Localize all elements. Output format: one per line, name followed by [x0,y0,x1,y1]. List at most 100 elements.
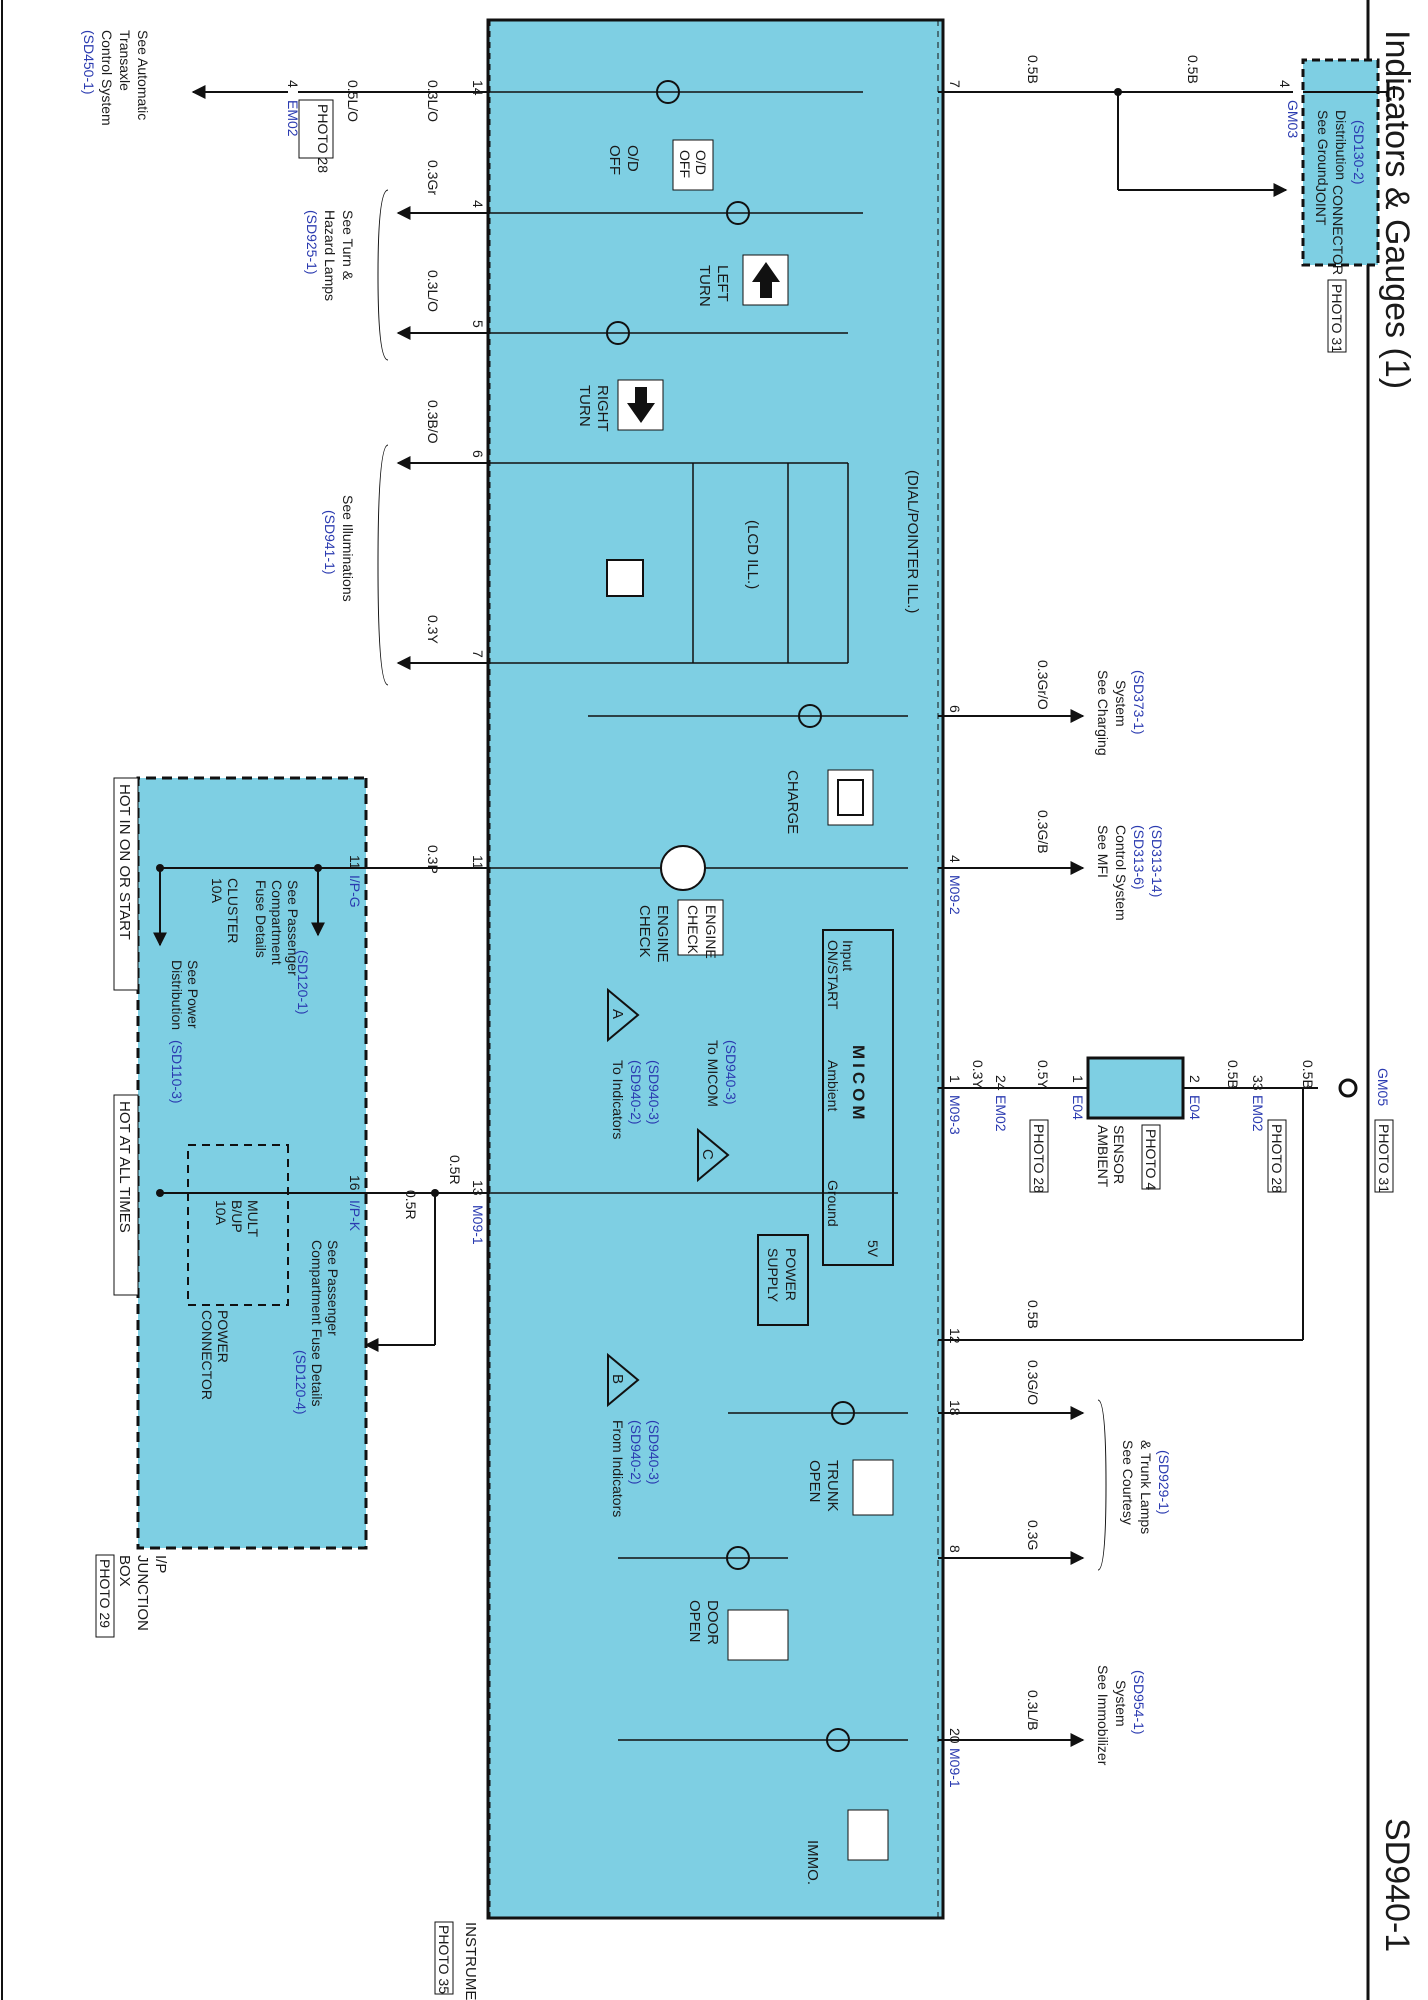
micom-5v: 5V [865,1240,881,1258]
em02-bot-photo: PHOTO 28 [1269,1124,1285,1193]
pin7r-wire: 0.3Y [425,615,441,644]
illum-text: See Illuminations [340,495,356,602]
right-turn-label-1: RIGHT [594,385,611,432]
immo-led [826,1728,850,1752]
charging-text-2: System [1113,680,1129,727]
pin20-conn: M09-1 [947,1748,963,1788]
cluster-name: INSTRUMENT CLUSTER [462,1922,479,2000]
pf4-text-1: See Passenger [325,1240,341,1336]
cluster-photo-box [434,1921,454,1995]
pin12-wire: 0.5B [1025,1300,1041,1329]
ipk-conn: I/P-K [347,1200,363,1232]
ipg-conn: I/P-G [347,875,363,908]
trunk-led [831,1401,855,1425]
pf1-text-2: Compartment [269,880,285,965]
mfi-text-2: Control System [1113,825,1129,921]
em02-top-conn: EM02 [993,1095,1009,1132]
pin5-number: 5 [470,320,486,328]
dial-pointer-label: (DIAL/POINTER ILL.) [904,470,921,613]
joint-photo-box [1327,279,1347,353]
micom-box [822,929,894,1266]
to-indicators-ref-2: (SD940-3) [646,1060,662,1125]
pf1-text-3: Fuse Details [253,880,269,958]
engine-check-label-1: ENGINE [654,905,671,963]
od-off-label-2: OFF [606,145,623,175]
hot-all-times-box [113,1094,139,1296]
sensor-conn2: E04 [1187,1095,1203,1120]
charge-icon [827,769,874,826]
pin4-wire: 0.3Gr [425,160,441,195]
pf4-ref: (SD120-4) [293,1350,309,1415]
em02-top-wire: 0.5Y [1035,1060,1051,1089]
ipk-pin: 16 [347,1175,363,1191]
cluster-photo: PHOTO 35 [436,1925,452,1994]
gm05-photo-box [1374,1119,1394,1193]
hot-on-start: HOT IN ON OR START [116,784,133,940]
marker-a: A [609,1009,626,1019]
engine-check-icon-text-2: CHECK [685,905,701,955]
right-turn-label-2: TURN [576,385,593,427]
left-turn-label-2: TURN [696,265,713,307]
turn-brace [377,189,389,361]
pin8-number: 8 [947,1545,963,1553]
micom-label: MICOM [849,1045,868,1124]
pin1-wire: 0.3Y [970,1060,986,1089]
pf4-text-2: Compartment Fuse Details [309,1240,325,1407]
pin6-wire: 0.3B/O [425,400,441,444]
power-supply-1: POWER [783,1248,799,1301]
trunk-open-label-2: OPEN [806,1460,823,1503]
pin4l-number: 4 [947,855,963,863]
pin8-wire: 0.3G [1025,1520,1041,1550]
to-micom-ref: (SD940-3) [723,1040,739,1105]
pin13-wire: 0.5R [447,1155,463,1185]
cluster-fuse-2: 10A [209,878,225,904]
to-indicators-ref-1: (SD940-2) [628,1060,644,1125]
pd-ref: (SD110-3) [169,1040,185,1104]
from-indicators: From Indicators [610,1420,626,1517]
od-off-icon-text-2: OFF [677,150,693,178]
from-indicators-ref-1: (SD940-2) [628,1420,644,1485]
turn-ref: (SD925-1) [304,210,320,275]
pin4l-conn: M09-2 [947,875,963,915]
atm-text-2: Transaxle [117,30,133,91]
od-off-led [656,80,680,104]
pin6-number: 6 [470,450,486,458]
pin20-number: 20 [947,1728,963,1744]
mfi-text-1: See MFI [1095,825,1111,878]
pin7l-number: 7 [947,80,963,88]
micom-on-start: ON/START [825,940,841,1010]
trunk-open-label-1: TRUNK [824,1460,841,1512]
marker-b: B [609,1374,626,1384]
pd-text-2: Distribution [169,960,185,1030]
jb-name-2: JUNCTION [134,1555,151,1631]
pin5-wire: 0.3L/O [425,270,441,312]
em02-top-photo-box [1029,1119,1049,1193]
pin12-number: 12 [947,1328,963,1344]
jb-name-3: BOX [116,1555,133,1587]
power-supply-2: SUPPLY [765,1248,781,1303]
od-off-label-1: O/D [624,145,641,172]
pin20-wire: 0.3L/B [1025,1690,1041,1730]
left-turn-led [726,201,750,225]
sensor-name-1: AMBIENT [1095,1125,1111,1188]
to-indicators: To Indicators [610,1060,626,1139]
battery-icon [837,779,864,816]
pin6l-wire: 0.3Gr/O [1035,660,1051,710]
pin4-number: 4 [470,200,486,208]
illum-brace [377,444,389,686]
joint-conn: GM03 [1285,100,1301,138]
instrument-cluster-box [486,18,945,1920]
to-micom: To MICOM [705,1040,721,1107]
pin7l-wire2: 0.5B [1185,55,1201,84]
sensor-pin2: 2 [1187,1075,1203,1083]
gm05-conn: GM05 [1375,1068,1391,1106]
door-open-label-2: OPEN [686,1600,703,1643]
pin6l-number: 6 [947,705,963,713]
pin14-wire: 0.3L/O [425,80,441,122]
pin7r-number: 7 [470,650,486,658]
ipk-wire: 0.5R [403,1190,419,1220]
sensor-photo-box [1141,1124,1161,1190]
atm-text-3: Control System [99,30,115,126]
